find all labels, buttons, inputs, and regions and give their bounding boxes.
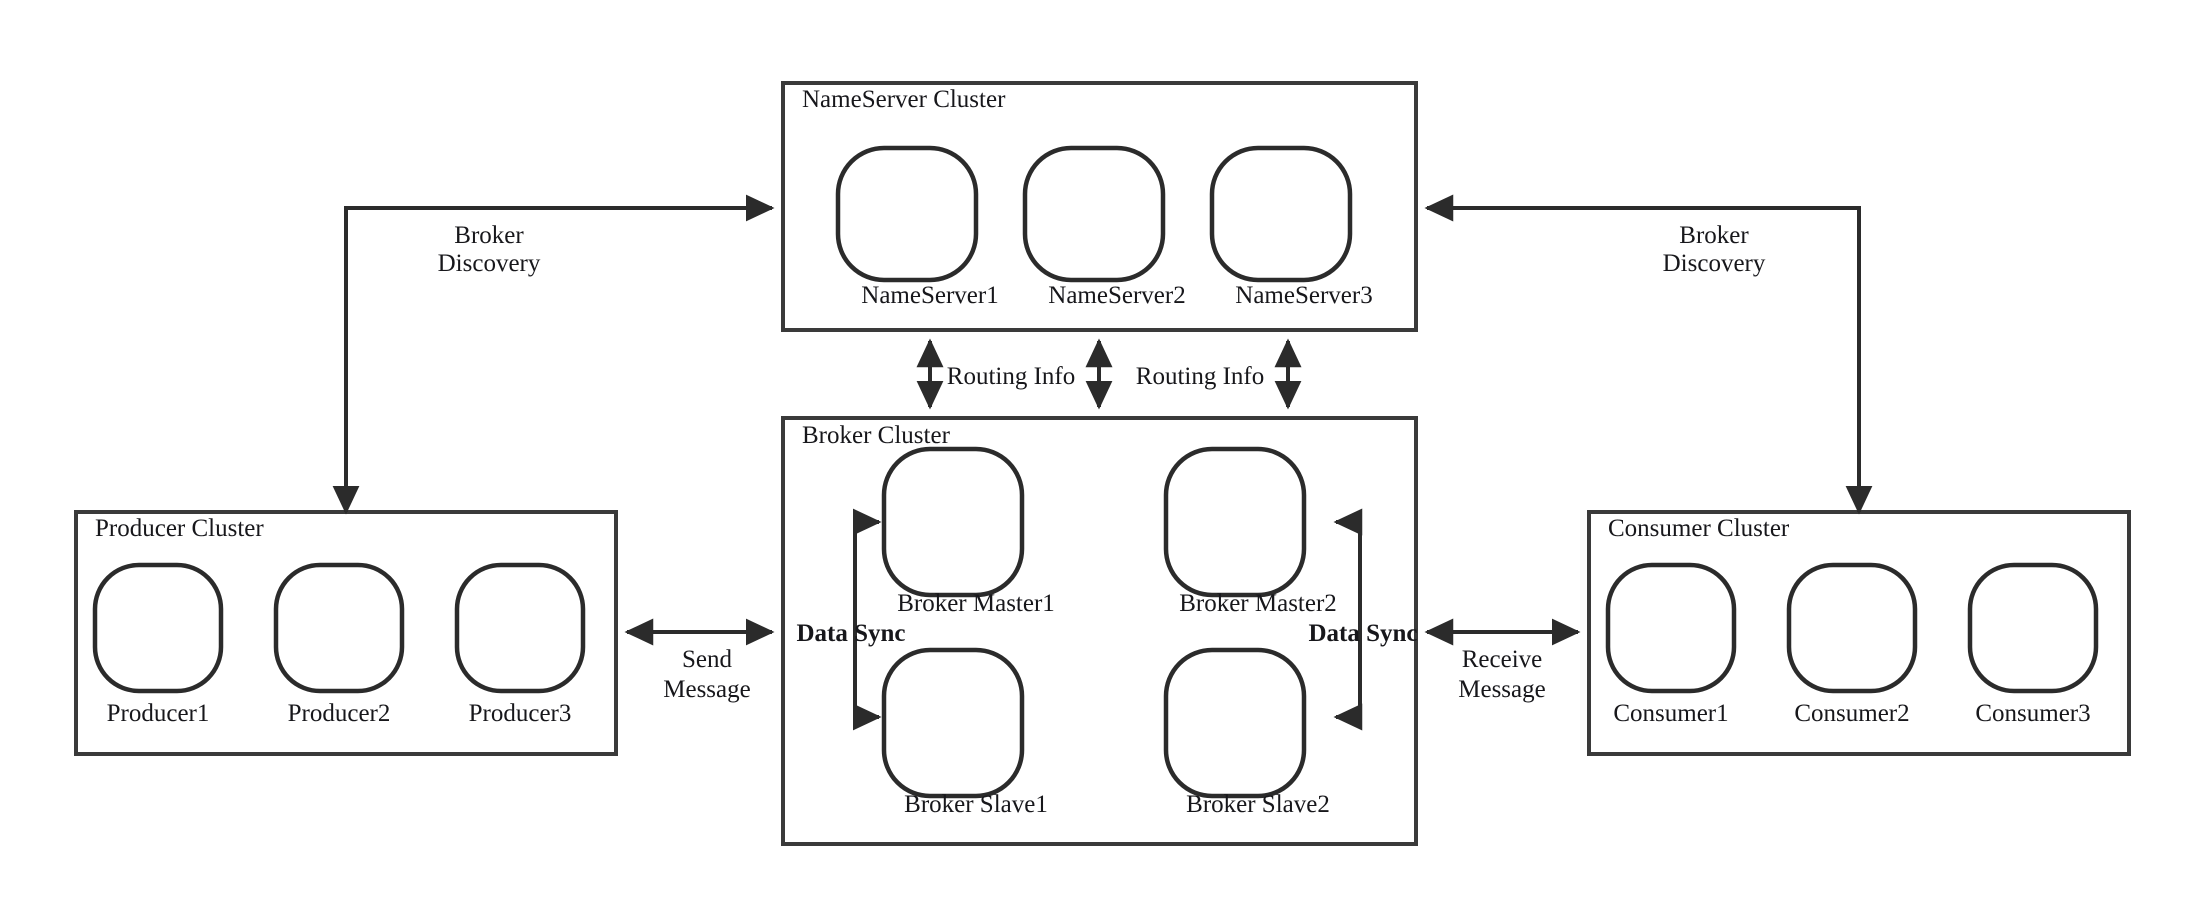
node-consumer1-shape xyxy=(1605,562,1737,694)
node-producer3-shape xyxy=(454,562,586,694)
edge-data-sync-left: Data Sync xyxy=(796,508,906,731)
edge-broker-discovery-right-label-line2: Discovery xyxy=(1663,250,1766,277)
edge-broker-discovery-right-label-line1: Broker xyxy=(1679,222,1749,249)
edge-broker-discovery-left: Broker Discovery xyxy=(332,194,775,515)
node-nameserver3-shape xyxy=(1209,145,1353,283)
edge-receive-message-label-line2: Message xyxy=(1458,676,1545,703)
edge-broker-discovery-right: Broker Discovery xyxy=(1424,194,1873,515)
cluster-broker-title: Broker Cluster xyxy=(802,422,951,449)
node-producer2-label: Producer2 xyxy=(288,700,391,727)
cluster-nameserver: NameServer Cluster NameServer1 NameServe… xyxy=(781,81,1418,332)
cluster-producer-title: Producer Cluster xyxy=(95,515,264,542)
node-broker-master1-shape xyxy=(881,446,1025,598)
cluster-consumer: Consumer Cluster Consumer1 Consumer2 Con… xyxy=(1587,510,2131,756)
node-broker-slave1-label: Broker Slave1 xyxy=(904,791,1048,818)
edge-broker-discovery-left-path xyxy=(332,194,775,515)
node-nameserver2-shape xyxy=(1022,145,1166,283)
cluster-consumer-title: Consumer Cluster xyxy=(1608,515,1790,542)
edge-broker-discovery-left-label-line2: Discovery xyxy=(438,250,541,277)
edge-routing-info-group: Routing Info Routing Info xyxy=(916,338,1302,410)
node-broker-slave2-label: Broker Slave2 xyxy=(1186,791,1330,818)
edge-routing-info-left-label: Routing Info xyxy=(947,363,1075,390)
node-producer1-shape xyxy=(92,562,224,694)
edge-send-message-label-line2: Message xyxy=(663,676,750,703)
node-consumer3-label: Consumer3 xyxy=(1975,700,2090,727)
node-consumer1-label: Consumer1 xyxy=(1613,700,1728,727)
node-broker-master1-label: Broker Master1 xyxy=(897,590,1055,617)
edge-broker-discovery-right-path xyxy=(1424,194,1873,515)
node-broker-slave1-shape xyxy=(881,647,1025,799)
edge-data-sync-left-label: Data Sync xyxy=(796,620,905,647)
cluster-nameserver-title: NameServer Cluster xyxy=(802,86,1006,113)
node-nameserver1-label: NameServer1 xyxy=(861,282,998,309)
edge-send-message-label-line1: Send xyxy=(682,646,733,673)
node-producer2-shape xyxy=(273,562,405,694)
cluster-producer: Producer Cluster Producer1 Producer2 Pro… xyxy=(74,510,618,756)
edge-send-message: Send Message xyxy=(624,618,775,703)
node-broker-master2-label: Broker Master2 xyxy=(1179,590,1337,617)
edge-data-sync-right-label: Data Sync xyxy=(1308,620,1417,647)
cluster-broker: Broker Cluster Broker Master1 Broker Mas… xyxy=(781,416,1418,846)
node-consumer2-label: Consumer2 xyxy=(1794,700,1909,727)
node-producer3-label: Producer3 xyxy=(469,700,572,727)
node-nameserver2-label: NameServer2 xyxy=(1048,282,1185,309)
node-nameserver3-label: NameServer3 xyxy=(1235,282,1372,309)
edge-routing-info-right-label: Routing Info xyxy=(1136,363,1264,390)
edge-receive-message: Receive Message xyxy=(1424,618,1581,703)
node-nameserver1-shape xyxy=(835,145,979,283)
edge-broker-discovery-left-label-line1: Broker xyxy=(454,222,524,249)
node-consumer3-shape xyxy=(1967,562,2099,694)
node-consumer2-shape xyxy=(1786,562,1918,694)
node-producer1-label: Producer1 xyxy=(107,700,210,727)
edge-receive-message-label-line1: Receive xyxy=(1462,646,1543,673)
node-broker-master2-shape xyxy=(1163,446,1307,598)
node-broker-slave2-shape xyxy=(1163,647,1307,799)
edge-data-sync-right: Data Sync xyxy=(1308,508,1418,731)
